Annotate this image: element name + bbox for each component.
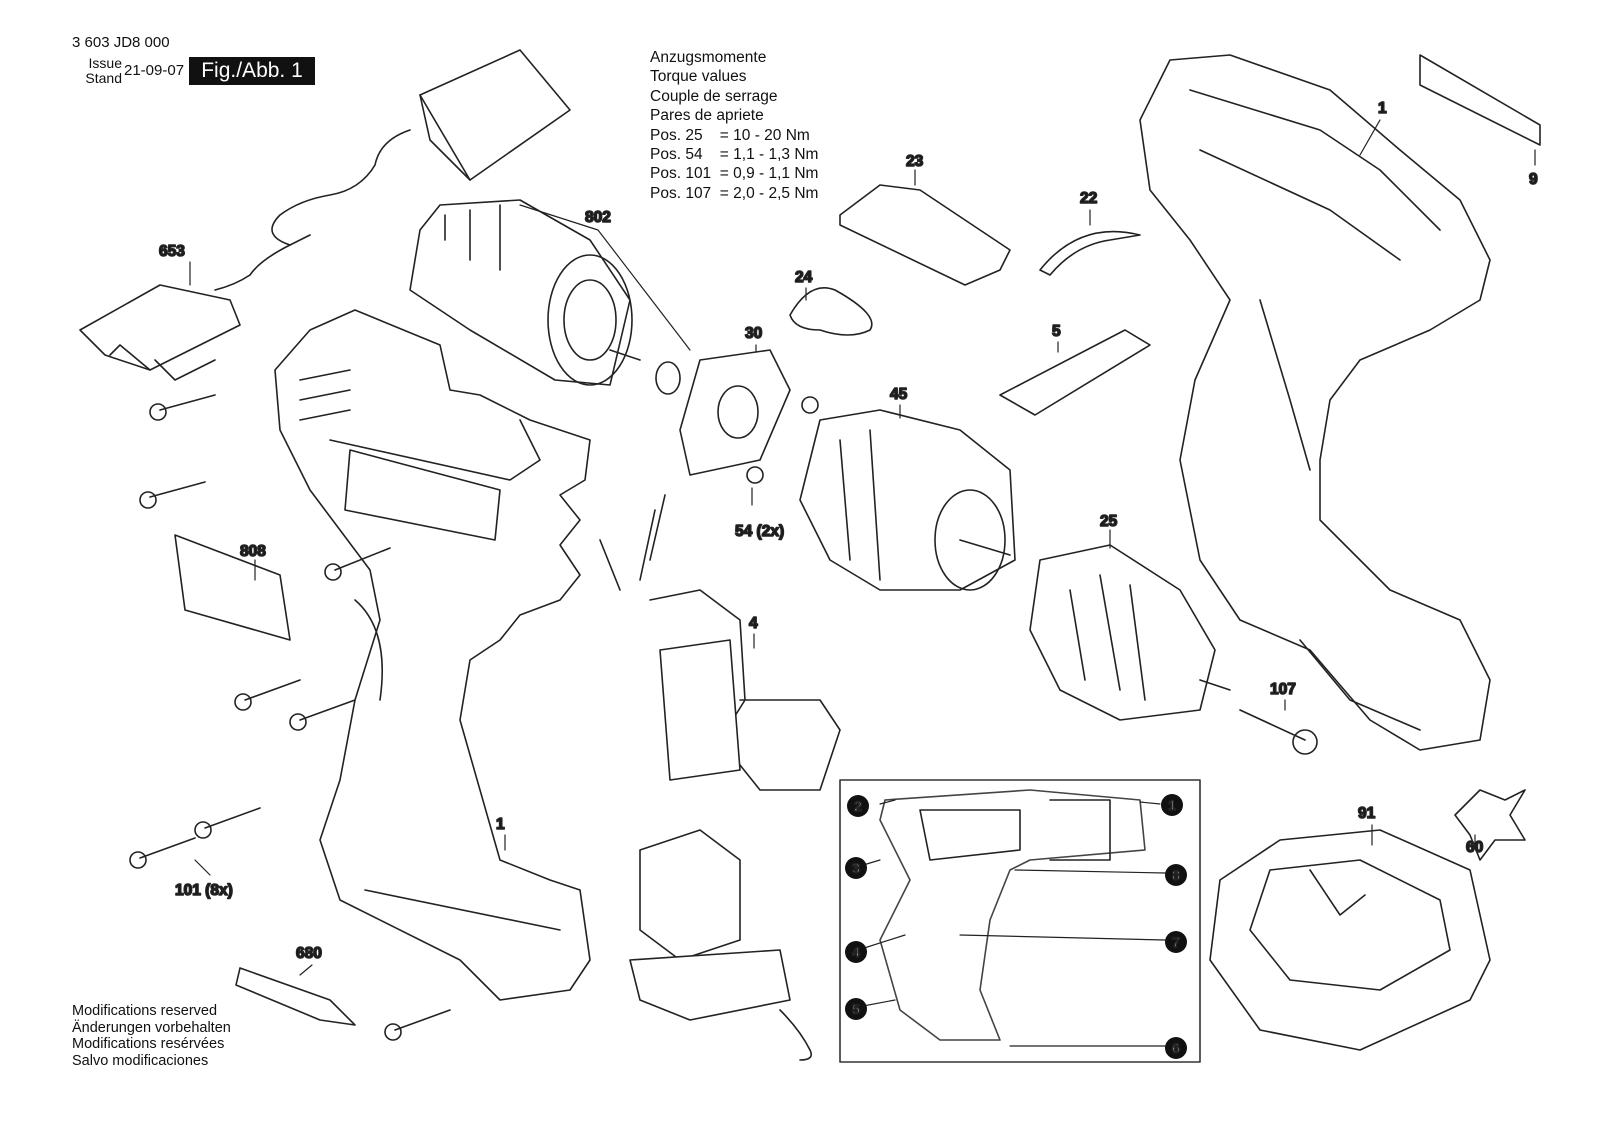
part-label-5: 5	[1052, 323, 1061, 340]
inset-callout-2: 2	[847, 795, 869, 817]
battery-part-91	[1209, 829, 1491, 1051]
inset-callout-3-label: 3	[852, 860, 860, 876]
inset-callout-1-label: 1	[1168, 797, 1176, 813]
part-label-107: 107	[1270, 681, 1296, 698]
footer-notice: Modifications reserved Änderungen vorbeh…	[72, 1003, 231, 1069]
inset-callout-5: 5	[845, 998, 867, 1020]
bit-part-680	[235, 967, 356, 1026]
part-label-1-right: 1	[1378, 100, 1387, 117]
clip-part-24	[789, 287, 873, 336]
part-label-25: 25	[1100, 513, 1118, 530]
part-label-91: 91	[1358, 805, 1376, 822]
inset-callout-5-label: 5	[852, 1001, 860, 1017]
inset-callout-8-label: 8	[1172, 867, 1180, 883]
inset-callout-1: 1	[1161, 794, 1183, 816]
part-label-808: 808	[240, 543, 266, 560]
footer-line: Salvo modificaciones	[72, 1052, 209, 1069]
inset-callout-4-label: 4	[852, 944, 860, 960]
part-label-653: 653	[159, 243, 185, 260]
part-label-4: 4	[749, 615, 758, 632]
label-plate-808	[174, 534, 291, 641]
gearbox-part-45	[799, 409, 1016, 591]
cover-part-5	[999, 329, 1151, 416]
torque-line: Pares de apriete	[650, 107, 764, 125]
issue-date: 21-09-07	[124, 62, 185, 79]
part-label-9: 9	[1529, 171, 1538, 188]
plate-part-30	[679, 349, 819, 484]
footer-line: Modifications resérvées	[72, 1036, 225, 1052]
part-label-24: 24	[795, 269, 813, 286]
inset-callout-3: 3	[845, 857, 867, 879]
issue-label: Issue	[88, 55, 122, 71]
part-label-802: 802	[585, 209, 611, 226]
part-label-101: 101 (8x)	[175, 882, 233, 899]
inset-callout-7: 7	[1165, 931, 1187, 953]
part-label-54: 54 (2x)	[735, 523, 784, 540]
part-label-60: 60	[1466, 839, 1483, 856]
charger-part-653	[79, 49, 571, 381]
badge-part-22	[1039, 230, 1141, 276]
torque-line: Pos. 101 = 0,9 - 1,1 Nm	[650, 165, 819, 183]
torque-line: Anzugsmomente	[650, 49, 767, 66]
torque-line: Pos. 54 = 1,1 - 1,3 Nm	[650, 146, 819, 164]
torque-line: Torque values	[650, 68, 747, 86]
inset-callout-2-label: 2	[854, 798, 862, 814]
position-inset-box	[839, 779, 1201, 1063]
motor-part-802	[409, 199, 641, 386]
inset-callout-4: 4	[845, 941, 867, 963]
footer-line: Modifications reserved	[72, 1003, 218, 1019]
part-label-30: 30	[745, 325, 762, 342]
housing-right-part-1	[1139, 54, 1491, 751]
torque-line: Pos. 25 = 10 - 20 Nm	[650, 126, 810, 144]
figure-label: Fig./Abb. 1	[189, 57, 315, 85]
part-label-45: 45	[890, 386, 908, 403]
pinion-gear	[655, 361, 681, 395]
inset-callout-8: 8	[1165, 864, 1187, 886]
part-label-23: 23	[906, 153, 924, 170]
inset-callout-6: 6	[1165, 1037, 1187, 1059]
switch-part-4	[599, 494, 841, 1061]
part-label-1-left: 1	[496, 816, 505, 833]
housing-left-part-1	[274, 309, 591, 1001]
screw-set-101	[129, 394, 451, 1041]
torque-line: Couple de serrage	[650, 87, 778, 105]
inset-callout-7-label: 7	[1172, 934, 1180, 950]
issue-stand-label: Issue Stand	[72, 56, 122, 86]
footer-line: Änderungen vorbehalten	[72, 1019, 231, 1036]
cover-part-23	[839, 184, 1011, 286]
document-number: 3 603 JD8 000	[72, 34, 170, 51]
chuck-part-25	[1029, 544, 1231, 721]
torque-values-block: Anzugsmomente Torque values Couple de se…	[650, 48, 818, 203]
part-label-22: 22	[1080, 190, 1097, 207]
stand-label: Stand	[85, 70, 122, 86]
label-strip-part-9	[1419, 54, 1541, 146]
screw-part-107	[1239, 709, 1318, 755]
part-label-680: 680	[296, 945, 322, 962]
inset-callout-6-label: 6	[1172, 1040, 1180, 1056]
torque-line: Pos. 107 = 2,0 - 2,5 Nm	[650, 184, 819, 202]
